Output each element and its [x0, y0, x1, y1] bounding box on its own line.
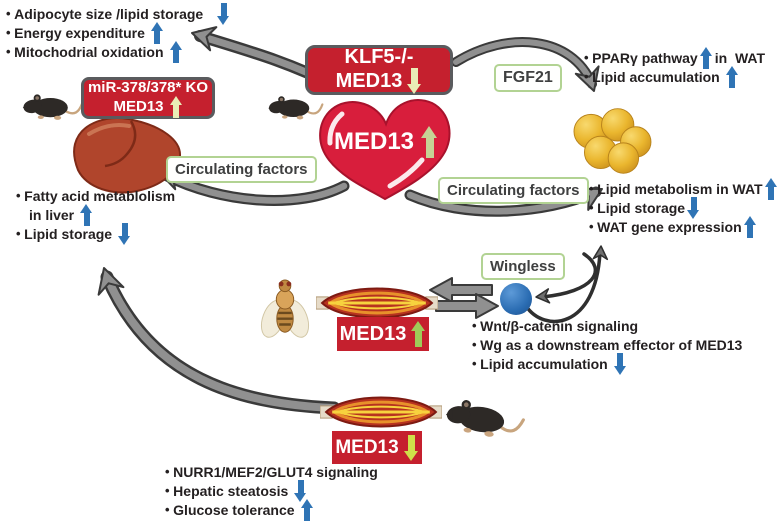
adipocytes-icon — [573, 108, 652, 174]
down-arrow-icon — [613, 352, 627, 375]
list-item: PPARγ pathway in WAT — [584, 46, 765, 69]
liver-effects-list: Fatty acid metablolism in liver Lipid st… — [16, 186, 175, 245]
arrow-double-right-icon — [435, 293, 499, 319]
up-arrow-icon — [743, 215, 757, 238]
up-arrow-icon — [150, 21, 164, 44]
up-arrow-icon — [699, 46, 713, 69]
fgf21-label: FGF21 — [494, 64, 562, 92]
down-arrow-icon — [687, 196, 700, 219]
down-arrow-icon — [118, 222, 131, 245]
heart-icon — [319, 99, 451, 201]
heart-med13-text: MED13 — [333, 128, 415, 155]
up-arrow-icon — [725, 65, 739, 88]
muscle2-med13-box: MED13 — [332, 431, 422, 464]
circulating-factors-text: Circulating factors — [447, 182, 580, 199]
muscle-icon — [320, 396, 442, 428]
ppar-wat-effects-list: PPARγ pathway in WAT Lipid accumulation — [584, 46, 765, 88]
up-arrow-icon — [411, 321, 426, 347]
up-arrow-icon — [300, 498, 314, 521]
list-item: Wnt/β-catenin signaling — [472, 316, 742, 335]
list-item: Adipocyte size /lipid storage — [6, 2, 230, 25]
list-item: WAT gene expression — [589, 215, 778, 238]
list-item: Lipid accumulation — [584, 65, 765, 88]
fgf21-text: FGF21 — [503, 69, 553, 86]
list-item: Fatty acid metablolism — [16, 186, 175, 205]
top-left-effects-list: Adipocyte size /lipid storage Energy exp… — [6, 2, 230, 63]
up-arrow-icon — [169, 95, 183, 118]
mir-line2: MED13 — [113, 98, 164, 115]
list-item: Lipid metabolism in WAT — [589, 177, 778, 200]
mouse-icon — [268, 96, 324, 120]
heart-med13-label: MED13 — [318, 124, 454, 160]
list-item: Glucose tolerance — [165, 498, 378, 521]
down-arrow-icon — [407, 68, 422, 94]
muscle2-med13-text: MED13 — [335, 436, 399, 458]
down-arrow-icon — [294, 479, 307, 502]
wnt-effects-list: Wnt/β-catenin signaling Wg as a downstre… — [472, 316, 742, 375]
mir378-med13-box: miR-378/378* KO MED13 — [81, 77, 215, 119]
klf5-line2: MED13 — [335, 70, 403, 92]
muscle1-med13-text: MED13 — [339, 322, 407, 345]
wingless-text: Wingless — [490, 258, 556, 275]
list-item: NURR1/MEF2/GLUT4 signaling — [165, 462, 378, 481]
klf5-med13-box: KLF5-/- MED13 — [305, 45, 453, 95]
up-arrow-icon — [421, 126, 438, 158]
circulating-factors-label-right: Circulating factors — [438, 177, 589, 204]
mouse-icon — [445, 400, 525, 437]
circulating-factors-label-left: Circulating factors — [166, 156, 317, 183]
up-arrow-icon — [169, 40, 183, 63]
circulating-factors-text: Circulating factors — [175, 161, 308, 178]
wg-ball-icon — [500, 283, 532, 315]
wat-effects-list: Lipid metabolism in WAT Lipid storage WA… — [589, 177, 778, 238]
arrow-double-left-icon — [429, 277, 493, 303]
list-item: Hepatic steatosis — [165, 479, 378, 502]
list-item: in liver — [16, 203, 175, 226]
list-item: Mitochodrial oxidation — [6, 40, 230, 63]
klf5-line1: KLF5-/- — [344, 46, 414, 68]
wingless-label: Wingless — [481, 253, 565, 280]
fly-icon — [260, 279, 310, 338]
muscle-effects-list: NURR1/MEF2/GLUT4 signaling Hepatic steat… — [165, 462, 378, 521]
up-arrow-icon — [764, 177, 778, 200]
down-arrow-icon — [403, 434, 419, 461]
liver-icon — [73, 117, 182, 194]
list-item: Lipid storage — [16, 222, 175, 245]
list-item: Lipid storage — [589, 196, 778, 219]
mouse-icon — [22, 94, 84, 120]
list-item: Lipid accumulation — [472, 352, 742, 375]
list-item: Energy expenditure — [6, 21, 230, 44]
down-arrow-icon — [217, 2, 230, 25]
up-arrow-icon — [80, 203, 93, 226]
mir-line1: miR-378/378* KO — [87, 78, 209, 96]
muscle1-med13-box: MED13 — [337, 317, 429, 351]
list-item: Wg as a downstream effector of MED13 — [472, 335, 742, 354]
